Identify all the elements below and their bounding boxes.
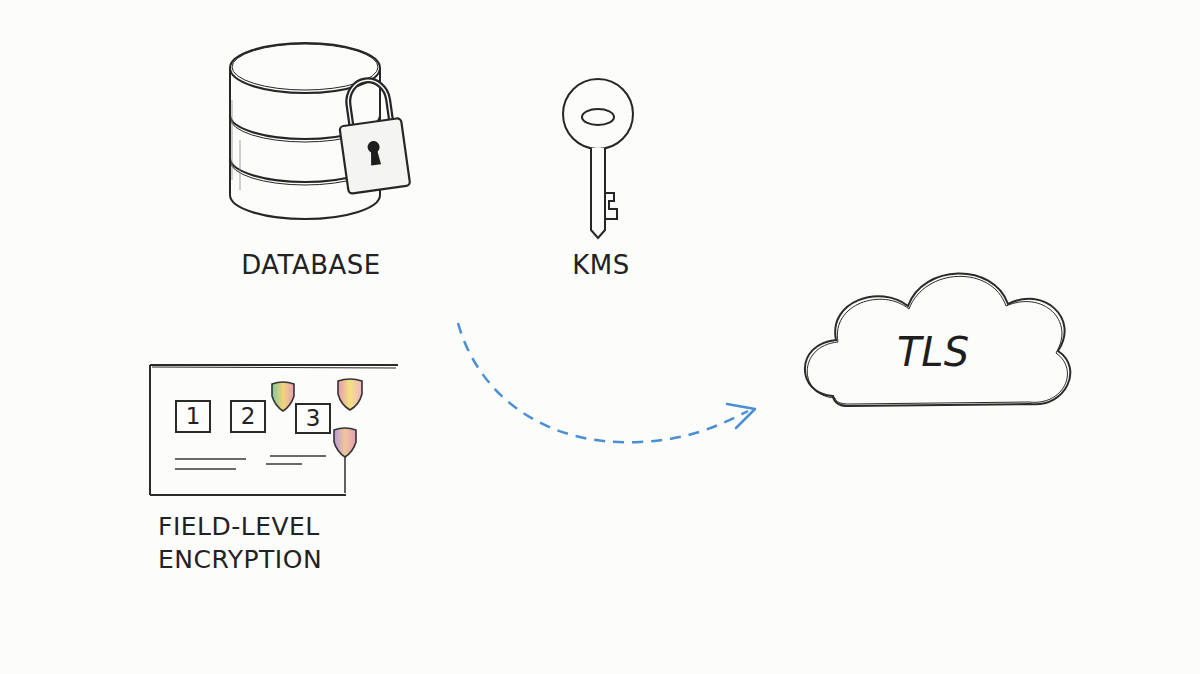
field-box: 2 [230,400,266,433]
field-number: 2 [241,405,256,428]
shield-icon [334,428,356,457]
field-number: 3 [306,407,321,430]
record-card: FIELD-LEVEL ENCRYPTION123 [148,363,402,497]
component-label: DATABASE [241,250,381,280]
cloud-stroke [807,276,1067,404]
text-line [175,468,236,470]
padlock-keyhole [369,149,381,165]
cloud-stroke [805,273,1070,406]
card-border [150,494,346,496]
shield-icon [338,379,362,410]
key-ring [563,79,633,149]
key-shaft [591,148,605,238]
key-teeth [605,193,617,219]
key-slot [582,109,614,125]
text-line [266,463,302,465]
shield-icons [272,379,362,457]
card-border [152,367,396,368]
key-icon [563,79,633,238]
database-hatch [232,100,240,190]
node-label: TLS [897,329,969,375]
node-heading: FIELD-LEVEL ENCRYPTION [158,510,388,576]
leader-line [344,455,346,493]
cloud-shape: TLS [788,256,1078,421]
database-bottom [230,195,380,219]
card-border [149,365,151,495]
text-line [175,458,246,460]
field-box: 3 [295,403,331,434]
padlock-icon [334,76,411,194]
field-box: 1 [175,400,211,433]
shield-icon [272,382,294,411]
text-line [270,455,326,457]
card-border [150,364,398,366]
padlock-body [339,118,410,194]
text-lines [175,455,345,493]
field-number: 1 [186,405,201,428]
flow-arrow [458,323,748,442]
component-label: KMS [572,250,630,280]
arrow-head [727,404,755,428]
